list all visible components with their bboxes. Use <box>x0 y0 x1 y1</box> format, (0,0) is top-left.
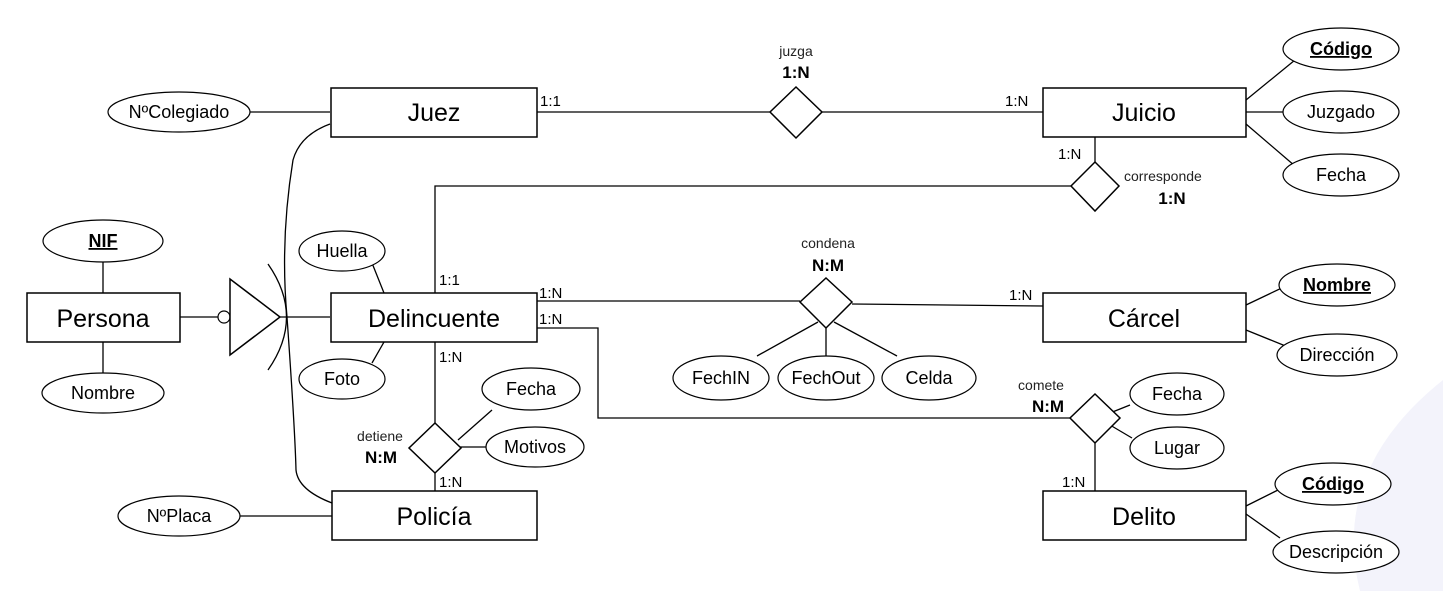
attribute-juicio-codigo[interactable]: Código <box>1282 27 1400 71</box>
card-delincuente-detiene: 1:N <box>439 349 462 366</box>
attribute-delito-codigo[interactable]: Código <box>1274 462 1392 506</box>
relationship-corresponde-cardinality: 1:N <box>1158 189 1185 208</box>
svg-text:Nombre: Nombre <box>1303 275 1371 295</box>
attribute-foto[interactable]: Foto <box>298 358 386 400</box>
svg-text:Descripción: Descripción <box>1289 542 1383 562</box>
attribute-juicio-fecha[interactable]: Fecha <box>1282 153 1400 197</box>
card-delincuente-comete: 1:N <box>539 311 562 328</box>
svg-text:Huella: Huella <box>316 241 368 261</box>
svg-text:NºPlaca: NºPlaca <box>147 506 213 526</box>
entity-delito-label: Delito <box>1112 503 1176 531</box>
svg-text:Dirección: Dirección <box>1299 345 1374 365</box>
relationship-comete[interactable]: comete N:M <box>1018 377 1122 445</box>
svg-text:Foto: Foto <box>324 369 360 389</box>
relationship-comete-cardinality: N:M <box>1032 397 1064 416</box>
cardinality-labels: 1:1 1:N 1:N 1:1 1:N 1:N 1:N 1:N 1:N 1:N <box>439 93 1085 491</box>
attribute-juzgado[interactable]: Juzgado <box>1282 90 1400 134</box>
relationship-comete-name: comete <box>1018 377 1064 393</box>
attribute-persona-nombre[interactable]: Nombre <box>41 372 165 414</box>
card-delincuente-condena: 1:N <box>539 285 562 302</box>
attribute-direccion[interactable]: Dirección <box>1276 333 1398 377</box>
entity-policia-label: Policía <box>396 503 471 531</box>
relationship-juzga-cardinality: 1:N <box>782 63 809 82</box>
relationship-corresponde-name: corresponde <box>1124 168 1202 184</box>
relationship-detiene[interactable]: detiene N:M <box>357 421 463 475</box>
attribute-fechin[interactable]: FechIN <box>672 355 770 401</box>
entity-delincuente-label: Delincuente <box>368 305 500 333</box>
connector-lines <box>102 59 1296 539</box>
svg-text:Fecha: Fecha <box>1152 384 1203 404</box>
relationship-juzga-name: juzga <box>778 43 813 59</box>
entity-juez-label: Juez <box>408 99 461 127</box>
attribute-lugar[interactable]: Lugar <box>1129 426 1225 470</box>
svg-text:Lugar: Lugar <box>1154 438 1200 458</box>
relationship-corresponde[interactable]: corresponde 1:N <box>1069 160 1202 213</box>
relationship-condena-cardinality: N:M <box>812 256 844 275</box>
relationship-detiene-name: detiene <box>357 428 403 444</box>
attribute-nif[interactable]: NIF <box>42 219 164 263</box>
isa-triangle <box>217 277 282 357</box>
svg-text:Juzgado: Juzgado <box>1307 102 1375 122</box>
svg-text:NºColegiado: NºColegiado <box>129 102 230 122</box>
entity-persona[interactable]: Persona <box>26 292 181 343</box>
relationship-condena-name: condena <box>801 235 855 251</box>
entity-juicio[interactable]: Juicio <box>1042 87 1247 138</box>
svg-text:Fecha: Fecha <box>506 379 557 399</box>
card-juicio-juzga: 1:N <box>1005 93 1028 110</box>
entity-carcel-label: Cárcel <box>1108 305 1180 333</box>
attribute-comete-fecha[interactable]: Fecha <box>1129 372 1225 416</box>
attribute-detiene-fecha[interactable]: Fecha <box>481 367 581 411</box>
card-delincuente-corresponde: 1:1 <box>439 272 460 289</box>
card-juicio-corresponde: 1:N <box>1058 146 1081 163</box>
entity-juicio-label: Juicio <box>1112 99 1176 127</box>
svg-text:Fecha: Fecha <box>1316 165 1367 185</box>
card-policia-detiene: 1:N <box>439 474 462 491</box>
svg-text:Código: Código <box>1302 474 1364 494</box>
svg-text:Nombre: Nombre <box>71 383 135 403</box>
svg-text:FechOut: FechOut <box>791 368 860 388</box>
relationship-detiene-cardinality: N:M <box>365 448 397 467</box>
attribute-celda[interactable]: Celda <box>881 355 977 401</box>
entity-juez[interactable]: Juez <box>330 87 538 138</box>
relationship-condena[interactable]: condena N:M <box>798 235 855 330</box>
entity-delincuente[interactable]: Delincuente <box>330 292 538 343</box>
svg-text:NIF: NIF <box>89 231 118 251</box>
attribute-carcel-nombre[interactable]: Nombre <box>1278 263 1396 307</box>
svg-text:Motivos: Motivos <box>504 437 566 457</box>
card-carcel-condena: 1:N <box>1009 287 1032 304</box>
attribute-fechout[interactable]: FechOut <box>777 355 875 401</box>
attribute-nplaca[interactable]: NºPlaca <box>117 495 241 537</box>
svg-text:FechIN: FechIN <box>692 368 750 388</box>
attribute-descripcion[interactable]: Descripción <box>1272 530 1400 574</box>
attribute-motivos[interactable]: Motivos <box>485 426 585 468</box>
svg-text:Celda: Celda <box>905 368 953 388</box>
card-juez-juzga: 1:1 <box>540 93 561 110</box>
entity-delito[interactable]: Delito <box>1042 490 1247 541</box>
svg-text:Código: Código <box>1310 39 1372 59</box>
entity-policia[interactable]: Policía <box>331 490 538 541</box>
relationship-juzga[interactable]: juzga 1:N <box>768 43 824 140</box>
entity-carcel[interactable]: Cárcel <box>1042 292 1247 343</box>
card-delito-comete: 1:N <box>1062 474 1085 491</box>
entity-persona-label: Persona <box>56 305 149 333</box>
attribute-huella[interactable]: Huella <box>298 230 386 272</box>
attribute-ncolegiado[interactable]: NºColegiado <box>107 91 251 133</box>
